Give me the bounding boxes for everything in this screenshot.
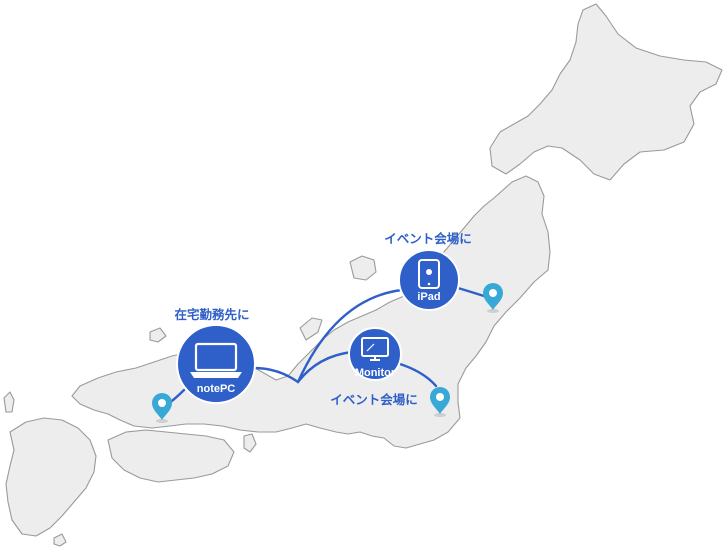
ipad-badge: iPad	[398, 249, 460, 311]
route-to-monitor	[296, 350, 354, 384]
west-pin	[152, 393, 172, 423]
tanegashima-island	[53, 533, 67, 547]
tokyo-pin	[430, 387, 450, 417]
ipad-destination-label: イベント会場に	[384, 231, 472, 246]
sado-island	[349, 255, 377, 281]
noto-peninsula	[299, 317, 323, 341]
honshu-island	[71, 175, 551, 449]
tsushima-island	[3, 391, 15, 413]
route-to-notepc	[252, 366, 300, 384]
northeast-pin	[483, 283, 503, 313]
kyushu-island	[5, 417, 97, 537]
route-to-ipad	[296, 288, 404, 384]
ipad-label: iPad	[417, 291, 440, 303]
route-monitor-to-pin	[398, 362, 438, 388]
hokkaido-island	[489, 3, 723, 181]
notepc-label: notePC	[197, 383, 236, 395]
notepc-badge: notePC	[176, 324, 256, 404]
oki-island	[149, 327, 167, 343]
apple-logo-icon	[426, 269, 432, 275]
tablet-icon	[418, 259, 440, 289]
laptop-icon	[190, 342, 242, 378]
monitor-icon	[361, 337, 389, 361]
awaji-island	[243, 433, 257, 453]
notepc-destination-label: 在宅勤務先に	[174, 307, 249, 322]
monitor-label: Monitor	[355, 367, 396, 379]
shikoku-island	[107, 429, 235, 483]
monitor-destination-label: イベント会場に	[330, 392, 418, 407]
monitor-badge: Monitor	[348, 327, 402, 381]
